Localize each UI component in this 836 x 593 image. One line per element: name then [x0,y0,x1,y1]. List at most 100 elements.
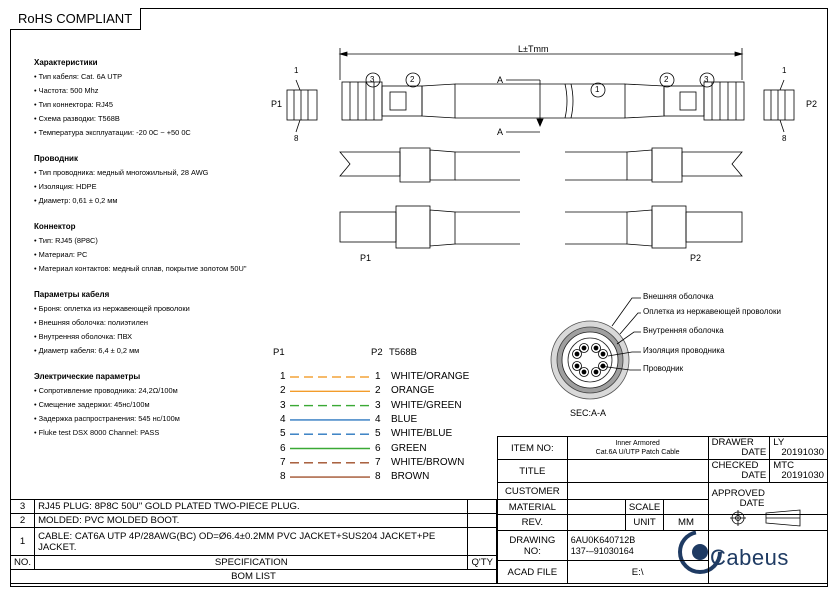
customer-value [566,482,709,500]
wire-pin-right: 8 [375,471,381,483]
bom-row-qty [467,527,497,556]
wire-color-name: WHITE/BROWN [391,456,465,468]
wire-pin-left: 5 [280,428,286,440]
wire-pin-right: 5 [375,428,381,440]
bom-header-spec: SPECIFICATION [34,555,469,570]
item-no-value-line2: Cat.6A U/UTP Patch Cable [595,449,680,456]
spec-line: • Тип кабеля: Cat. 6A UTP [34,72,123,81]
p1-pin1-label: 1 [294,66,299,75]
callout-3-right: 3 [704,75,709,84]
p1-pin8-label: 8 [294,134,299,143]
spec-line: • Тип: RJ45 (8P8C) [34,236,98,245]
bom-row: 3 RJ45 PLUG: 8P8C 50U" GOLD PLATED TWO-P… [9,499,497,514]
spec-section-title: Проводник [34,154,78,163]
drawing-no-label: DRAWING NO: [497,530,568,561]
section-a-label-bottom: A [497,127,504,137]
spec-section-title: Параметры кабеля [34,290,110,299]
p1-view-label: P1 [360,253,372,263]
drawer-label: DRAWER [711,437,754,448]
unit-label: UNIT [624,514,665,531]
callout-2-left: 2 [410,75,415,84]
checked-date-label: DATE [741,470,767,481]
p2-pin8-label: 8 [782,134,787,143]
layer-steel-braid: Оплетка из нержавеющей проволоки [643,307,781,316]
cabeus-logo: Cabeus [710,545,789,570]
wire-pin-right: 3 [375,399,381,411]
spec-line: • Сопротивление проводника: 24,2Ω/100м [34,386,178,395]
wire-pin-right: 2 [375,385,381,397]
wire-color-name: BROWN [391,471,430,483]
approved-date-label: DATE [739,497,765,509]
checked-value-cell: MTC 20191030 [769,459,828,483]
material-label: MATERIAL [497,499,568,515]
spec-line: • Внутренняя оболочка: ПВХ [34,332,133,341]
spec-line: • Тип проводника: медный многожильный, 2… [34,168,209,177]
spec-line: • Внешняя оболочка: полиэтилен [34,318,148,327]
p2-pin1-label: 1 [782,66,787,75]
customer-label: CUSTOMER [497,482,568,500]
bom-row-spec: CABLE: CAT6A UTP 4P/28AWG(BC) OD=Ø6.4±0.… [34,527,469,556]
bom-row-qty [467,499,497,514]
callout-2-right: 2 [664,75,669,84]
callout-1: 1 [595,85,600,94]
wire-color-name: GREEN [391,442,427,454]
wiring-header-p1: P1 [273,347,285,358]
wire-pin-right: 4 [375,413,381,425]
wire-pin-left: 1 [280,371,286,382]
bom-header-row: NO. SPECIFICATION Q'TY [9,555,497,570]
layer-conductor-insulation: Изоляция проводника [643,346,725,355]
section-a-label-top: A [497,75,504,85]
wire-color-name: WHITE/ORANGE [391,371,470,382]
spec-line: • Тип коннектора: RJ45 [34,100,114,109]
drawer-value-cell: LY 20191030 [769,436,828,460]
bom-row: 2 MOLDED: PVC MOLDED BOOT. [9,513,497,528]
spec-line: • Температура эксплуатации: -20 0C ~ +50… [34,128,191,137]
p2-view-label: P2 [690,253,702,263]
spec-line: • Материал контактов: медный сплав, покр… [34,264,247,273]
logo-cell [707,530,829,584]
bom-header-qty: Q'TY [467,555,497,570]
approved-cell: APPROVED DATE [707,482,829,515]
section-caption: SEC:A-A [570,408,607,418]
wire-pin-left: 2 [280,385,286,397]
bom-row-no: 2 [9,513,36,528]
wire-pin-right: 6 [375,442,381,454]
drawing-no-label-1: DRAWING [509,534,556,546]
drawer-value: LY [773,437,785,448]
wire-pin-left: 6 [280,442,286,454]
spec-section-title: Коннектор [34,222,76,231]
spec-line: • Задержка распространения: 545 нс/100м [34,414,180,423]
drawer-date: 20191030 [781,447,824,458]
drawing-no-value-1: 6AU0K640712B [570,534,636,545]
wire-pin-left: 7 [280,456,286,468]
drawing-no-value-2: 137-–91030164 [570,545,634,556]
layer-inner-jacket: Внутренняя оболочка [643,326,724,335]
p2-end-label: P2 [806,99,818,109]
rev-label: REV. [497,514,568,531]
spec-line: • Частота: 500 Mhz [34,86,99,95]
layer-outer-jacket: Внешняя оболочка [643,292,714,301]
sheet-frame [10,8,828,587]
bom-table: 3 RJ45 PLUG: 8P8C 50U" GOLD PLATED TWO-P… [9,499,497,584]
drawing-no-label-2: NO: [523,545,541,557]
length-dimension-label: L±Tmm [518,44,549,54]
title-label: TITLE [497,459,568,483]
spec-line: • Fluke test DSX 8000 Channel: PASS [34,428,160,437]
bom-row-no: 1 [9,527,36,556]
bom-footer: BOM LIST [10,569,497,584]
specifications-panel: Характеристики• Тип кабеля: Cat. 6A UTP•… [34,56,304,440]
wire-color-name: WHITE/BLUE [391,428,453,440]
title-block: ITEM NO: Inner Armored Cat.6A U/UTP Patc… [497,436,829,584]
p1-end-label: P1 [271,99,283,109]
bom-row: 1 CABLE: CAT6A UTP 4P/28AWG(BC) OD=Ø6.4±… [9,527,497,556]
rohs-badge: RoHS COMPLIANT [10,8,142,30]
wire-pin-left: 8 [280,471,286,483]
wire-color-name: WHITE/GREEN [391,399,462,411]
bom-row-spec: RJ45 PLUG: 8P8C 50U" GOLD PLATED TWO-PIE… [34,499,469,514]
spec-line: • Диаметр: 0,61 ± 0,2 мм [34,196,118,205]
bom-footer-row: BOM LIST [10,569,497,584]
bom-row-spec: MOLDED: PVC MOLDED BOOT. [34,513,469,528]
bom-header-no: NO. [9,555,36,570]
wiring-header-standard: T568B [389,347,417,358]
spec-line: • Диаметр кабеля: 6,4 ± 0,2 мм [34,346,140,355]
